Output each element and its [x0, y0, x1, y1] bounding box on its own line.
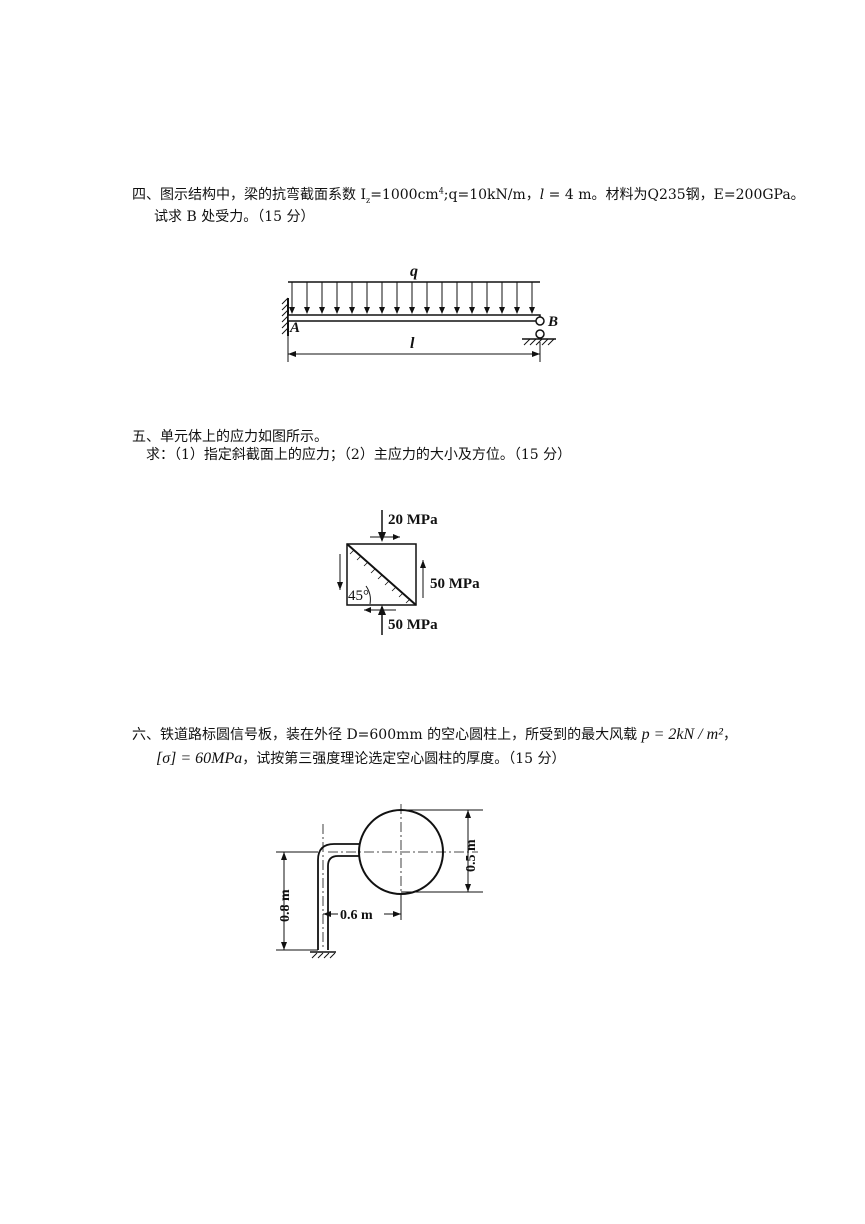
- q4-beam-figure: q A B l: [281, 263, 558, 362]
- dim-0.6m-label: 0.6 m: [340, 908, 373, 923]
- dim-0.8m-label: 0.8 m: [278, 889, 293, 922]
- q5-stress-element-figure: 20 MPa 50 MPa 50 MPa 45°: [337, 510, 480, 635]
- top-stress-label: 20 MPa: [388, 512, 438, 528]
- a-label: A: [289, 320, 300, 336]
- pin-support: [535, 316, 545, 326]
- q6-signal-post-figure: 0.5 m 0.8 m 0.6 m: [276, 804, 483, 959]
- q5-line1: 五、单元体上的应力如图所示。: [132, 429, 328, 445]
- dim-0.5m-label: 0.5 m: [464, 839, 479, 872]
- l-label: l: [410, 335, 415, 352]
- q-label: q: [410, 263, 418, 280]
- b-label: B: [547, 314, 558, 330]
- q4-line2: 试求 B 处受力。（15 分）: [154, 209, 315, 225]
- q4-line1: 四、图示结构中，梁的抗弯截面系数 Iz=1000cm4;q=10kN/m，l =…: [132, 186, 805, 205]
- bottom-stress-label: 50 MPa: [388, 617, 438, 633]
- q5-line2: 求：（1）指定斜截面上的应力；（2）主应力的大小及方位。（15 分）: [146, 447, 572, 463]
- q6-line2: [σ] = 60MPa，试按第三强度理论选定空心圆柱的厚度。（15 分）: [156, 750, 566, 767]
- right-stress-label: 50 MPa: [430, 576, 480, 592]
- angle-label: 45°: [348, 588, 369, 604]
- q6-line1: 六、铁道路标圆信号板，装在外径 D=600mm 的空心圆柱上，所受到的最大风载 …: [132, 726, 737, 743]
